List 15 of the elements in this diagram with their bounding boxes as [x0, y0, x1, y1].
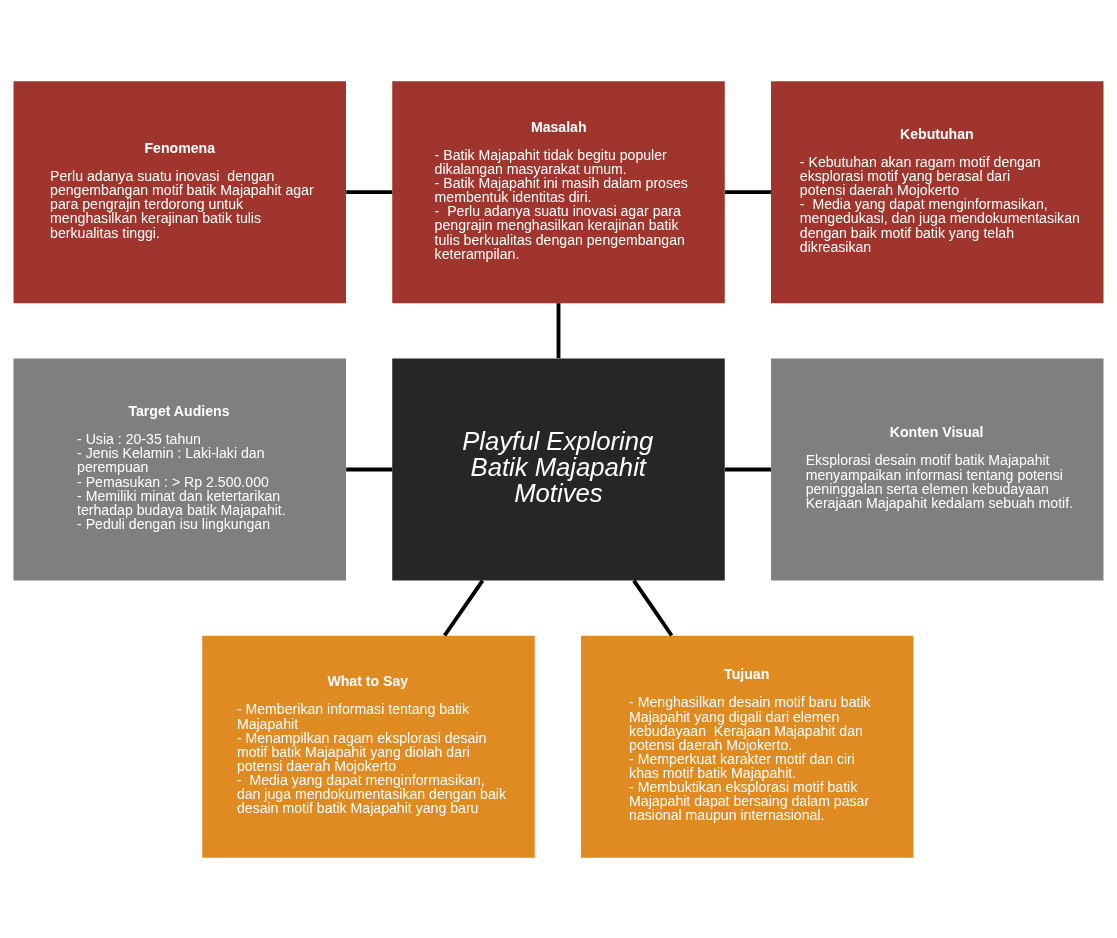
node-box: Fenomena Perlu adanya suatu inovasi dengan pengembangan motif batik Majapahit agar para pengrajin terdorong untuk menghasilkan kerajinan batik tulis berkualitas tinggi. — [13, 80, 346, 303]
connector — [724, 467, 771, 471]
node-box: Masalah - Batik Majapahit tidak begitu populer dikalangan masyarakat umum. - Batik Majapahit ini masih dalam proses membentuk identitas diri. - Perlu adanya suatu inovasi agar para pengrajin menghasilkan kerajinan batik tulis berkualitas dengan pengembangan keterampilan. — [392, 80, 725, 303]
connector — [632, 578, 674, 637]
connector — [443, 578, 485, 637]
node-box: Konten Visual Eksplorasi desain motif batik Majapahit menyampaikan informasi tentang potensi peninggalan serta elemen kebudayaan Kerajaan Majapahit kedalam sebuah motif. — [771, 357, 1104, 581]
node-box: Target Audiens - Usia : 20-35 tahun - Jenis Kelamin : Laki-laki dan perempuan - Pemasukan : > Rp 2.500.000 - Memiliki minat dan ketertarikan terhadap budaya batik Majapahit. - Peduli dengan isu lingkungan — [13, 357, 346, 581]
connector — [346, 189, 393, 194]
connector — [346, 467, 393, 471]
connector — [556, 302, 561, 358]
node-box: What to Say - Memberikan informasi tentang batik Majapahit - Menampilkan ragam eksplorasi desain motif batik Majapahit yang diolah dari potensi daerah Mojokerto - Media yang dapat menginformasikan, dan juga mendokumentasikan dengan baik desain motif batik Majapahit yang baru — [202, 635, 535, 858]
node-box: Kebutuhan - Kebutuhan akan ragam motif dengan eksplorasi motif yang berasal dari potensi daerah Mojokerto - Media yang dapat menginformasikan, mengedukasi, dan juga mendokumentasikan dengan baik motif batik yang telah dikreasikan — [771, 80, 1104, 303]
node-box: Playful Exploring Batik Majapahit Motives — [392, 357, 725, 581]
node-box: Tujuan - Menghasilkan desain motif baru batik Majapahit yang digali dari elemen kebudayaan Kerajaan Majapahit dan potensi daerah Mojokerto. - Memperkuat karakter motif dan ciri khas motif batik Majapahit. - Membuktikan eksplorasi motif batik Majapahit dapat bersaing dalam pasar nasional maupun internasional. — [580, 635, 914, 858]
connector — [724, 189, 771, 194]
